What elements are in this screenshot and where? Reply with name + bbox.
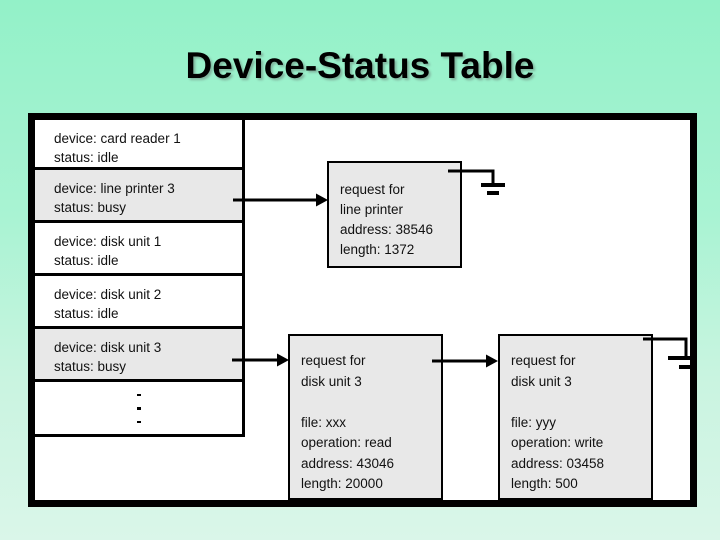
device-status-table: device: card reader 1 status: idle devic… bbox=[35, 120, 245, 437]
status-label: status: idle bbox=[54, 150, 119, 165]
arrow-line-printer-to-request bbox=[233, 193, 328, 207]
status-label: status: idle bbox=[54, 253, 119, 268]
request-box-disk-unit-3-read: request for disk unit 3 file: xxx operat… bbox=[288, 334, 443, 500]
request-box-line: file: yyy bbox=[511, 414, 557, 430]
request-box-line: file: xxx bbox=[301, 414, 347, 430]
request-box-blank-line bbox=[301, 392, 441, 413]
device-label: device: disk unit 1 bbox=[54, 234, 162, 249]
status-label: status: idle bbox=[54, 306, 119, 321]
request-box-line: length: 20000 bbox=[301, 476, 383, 491]
request-box-line: request for bbox=[301, 353, 366, 368]
device-label: device: disk unit 2 bbox=[54, 287, 162, 302]
device-row-disk-unit-1: device: disk unit 1 status: idle bbox=[35, 223, 242, 276]
request-box-line: disk unit 3 bbox=[301, 373, 362, 389]
slide-title: Device-Status Table bbox=[185, 45, 535, 86]
device-label: device: disk unit 3 bbox=[54, 340, 162, 355]
arrowhead-icon bbox=[486, 354, 498, 368]
diagram-frame: device: card reader 1 status: idle devic… bbox=[28, 113, 697, 507]
request-box-line: request for bbox=[511, 353, 576, 368]
device-row-disk-unit-3: device: disk unit 3 status: busy bbox=[35, 329, 242, 382]
request-box-line: disk unit 3 bbox=[511, 373, 572, 389]
request-box-blank-line bbox=[511, 392, 651, 413]
device-label: device: card reader 1 bbox=[54, 131, 181, 146]
request-box-line: length: 1372 bbox=[340, 242, 415, 257]
device-label: device: line printer 3 bbox=[54, 181, 175, 196]
status-label: status: busy bbox=[54, 200, 127, 215]
status-label: status: busy bbox=[54, 359, 127, 374]
device-row-continuation bbox=[35, 382, 242, 434]
request-box-line: address: 38546 bbox=[340, 222, 434, 237]
request-box-line: address: 03458 bbox=[511, 455, 605, 471]
device-row-disk-unit-2: device: disk unit 2 status: idle bbox=[35, 276, 242, 329]
request-box-line: line printer bbox=[340, 202, 404, 217]
request-box-line: address: 43046 bbox=[301, 455, 395, 471]
request-box-line: operation: write bbox=[511, 435, 604, 450]
request-box-disk-unit-3-write: request for disk unit 3 file: yyy operat… bbox=[498, 334, 653, 500]
device-row-line-printer-3: device: line printer 3 status: busy bbox=[35, 170, 242, 223]
request-box-line: length: 500 bbox=[511, 476, 578, 491]
request-box-line: request for bbox=[340, 182, 405, 197]
vertical-ellipsis-icon bbox=[136, 407, 141, 410]
request-box-line-printer: request for line printer address: 38546 … bbox=[327, 161, 462, 268]
device-row-card-reader-1: device: card reader 1 status: idle bbox=[35, 120, 242, 170]
vertical-ellipsis-icon bbox=[136, 420, 141, 423]
vertical-ellipsis-icon bbox=[136, 394, 141, 397]
request-box-line: operation: read bbox=[301, 435, 392, 450]
